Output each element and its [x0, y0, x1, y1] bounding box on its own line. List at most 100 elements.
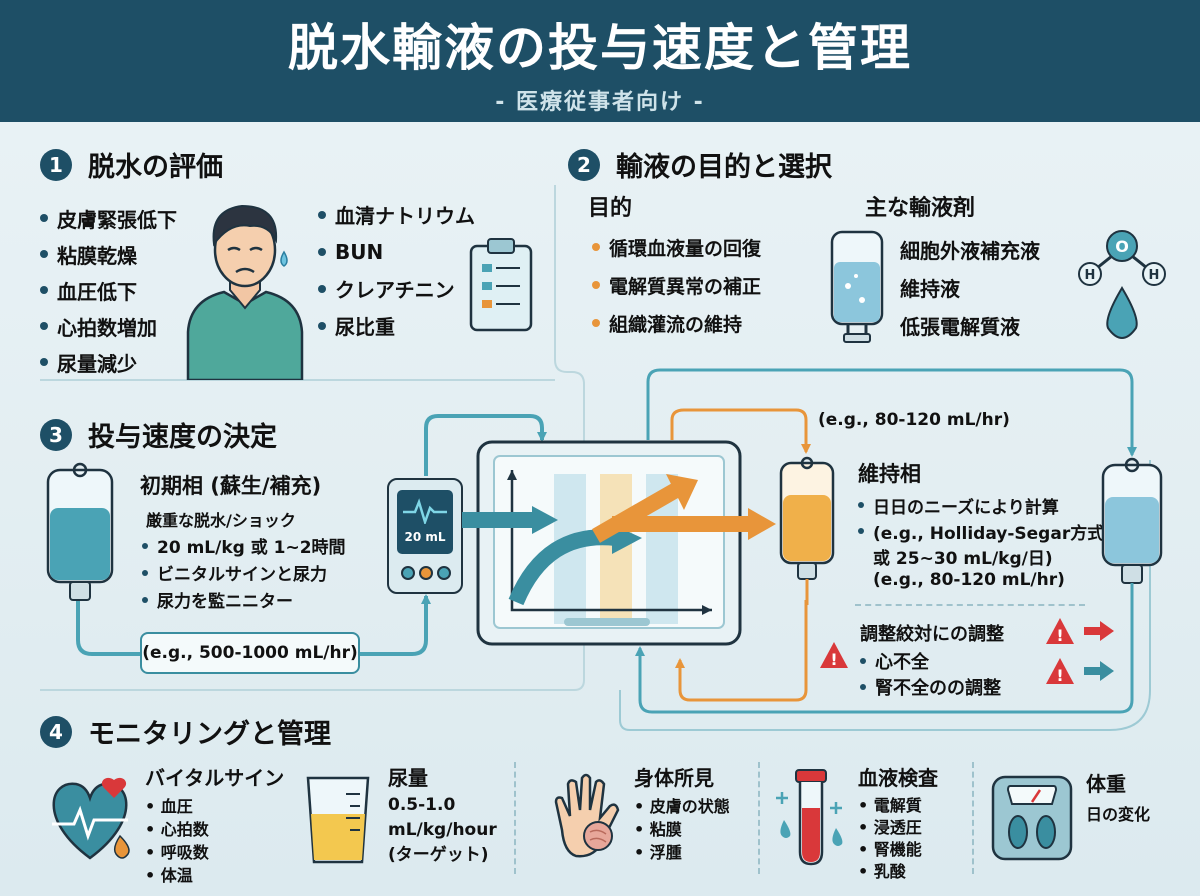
initial-rate-label: (e.g., 500-1000 mL/hr) [140, 632, 360, 674]
weight-subtitle: 日の変化 [1086, 805, 1151, 824]
list-item: BUN [318, 233, 475, 270]
line-orange-top [670, 408, 811, 454]
section2-title: 輸液の目的と選択 [616, 152, 832, 183]
adjustment-list: 心不全 腎不全のの調整 [860, 648, 1001, 700]
initial-phase-subtitle: 厳重な脱水/ショック [146, 511, 296, 530]
dehydration-signs-list: 皮膚緊張低下 粘膜乾燥 血圧低下 心拍数増加 尿量減少 [40, 200, 177, 380]
list-item: 低張電解質液 [900, 314, 1020, 339]
iv-bag-initial-icon [46, 462, 114, 601]
weight-title: 体重 [1086, 772, 1126, 796]
list-item: 心拍数増加 [40, 308, 177, 344]
urine-measuring-cup-icon [306, 776, 370, 864]
list-item: 乳酸 [858, 861, 938, 883]
monitor-weight: 体重 日の変化 [1086, 768, 1150, 825]
divider [514, 762, 516, 874]
line-loop-top [646, 368, 1137, 457]
list-item: 電解質異常の補正 [592, 266, 761, 304]
list-item: 組織灌流の維持 [592, 304, 761, 342]
purpose-heading: 目的 [588, 196, 633, 221]
adjustment-title: 調整絞対にの調整 [860, 624, 1004, 645]
section1-number: 1 [40, 148, 72, 181]
divider [972, 762, 974, 874]
blood-test-tube-icon [776, 769, 843, 866]
list-item: 循環血液量の回復 [592, 228, 761, 266]
iv-bag-blue-icon [830, 230, 884, 343]
header-banner [0, 0, 1200, 122]
monitor-physical: 身体所見 皮膚の状態 粘膜 浮腫 [634, 762, 730, 864]
initial-phase-title: 初期相 (蘇生/補充) [140, 474, 322, 498]
urine-target: 0.5-1.0 mL/kg/hour (ターゲット) [388, 795, 497, 865]
svg-text:!: ! [1056, 626, 1063, 645]
purpose-list: 循環血液量の回復 電解質異常の補正 組織灌流の維持 [592, 228, 761, 342]
section3-number: 3 [40, 418, 72, 451]
infusion-pump: 20 mL [387, 478, 463, 594]
page-subtitle: - 医療従事者向け - [495, 90, 705, 115]
section1-heading: 1 脱水の評価 [40, 145, 223, 184]
list-item: 血清ナトリウム [318, 196, 475, 233]
flow-arrows [462, 506, 776, 540]
pump-display: 20 mL [404, 530, 446, 544]
list-item: クレアチニン [318, 270, 475, 307]
page-title: 脱水輸液の投与速度と管理 [288, 19, 912, 77]
water-molecule-icon: O H H [1078, 230, 1166, 339]
fluids-list: 細胞外液補充液 維持液 低張電解質液 [900, 230, 1040, 344]
list-item: 血圧低下 [40, 272, 177, 308]
section4-number: 4 [40, 715, 72, 748]
monitor-urine: 尿量 0.5-1.0 mL/kg/hour (ターゲット) [388, 762, 497, 868]
list-item: 20 mL/kg 或 1~2時間 [142, 532, 346, 559]
atom-h-label: H [1085, 268, 1096, 283]
list-item: 尿力を監ニニター [142, 586, 346, 613]
line-return [635, 610, 1134, 714]
line-bag-to-pill [76, 600, 140, 656]
hand-skin-icon [554, 773, 620, 858]
heartbeat-wave-icon [403, 498, 447, 524]
list-item: 皮膚緊張低下 [40, 200, 177, 236]
divider [855, 604, 1085, 606]
list-item: (e.g., Holliday-Segar方式 [858, 518, 1104, 544]
divider [758, 762, 760, 874]
line-pill-to-pump [360, 594, 431, 656]
list-item: 電解質 [858, 795, 938, 817]
monitor-vitals: バイタルサイン 血圧 心拍数 呼吸数 体温 [145, 762, 284, 887]
list-item: 日日のニーズにより計算 [858, 492, 1104, 518]
fluids-heading: 主な輸液剤 [865, 196, 976, 221]
list-item: 細胞外液補充液 [900, 238, 1040, 263]
sick-patient-icon [186, 204, 304, 380]
divider-top-right [40, 185, 585, 691]
physical-title: 身体所見 [634, 766, 714, 790]
top-rate-label: (e.g., 80-120 mL/hr) [818, 410, 1010, 430]
section3-title: 投与速度の決定 [88, 422, 277, 453]
clipboard-icon [469, 238, 533, 332]
svg-text:!: ! [830, 650, 837, 669]
list-item: 浸透圧 [858, 817, 938, 839]
list-item: 皮膚の状態 [634, 795, 730, 818]
list-item: ビニタルサインと尿力 [142, 559, 346, 586]
weight-scale-icon [991, 775, 1073, 861]
pump-button[interactable] [437, 566, 451, 580]
pump-screen: 20 mL [397, 490, 453, 554]
list-item: 血圧 [145, 795, 284, 818]
iv-bag-right-icon [1101, 457, 1163, 645]
iv-bag-maintenance-icon [779, 456, 835, 605]
section1-title: 脱水の評価 [88, 152, 223, 183]
vitals-list: 血圧 心拍数 呼吸数 体温 [145, 795, 284, 887]
list-item: 心不全 [860, 648, 1001, 674]
section2-number: 2 [568, 148, 600, 181]
list-item: 腎不全のの調整 [860, 674, 1001, 700]
list-item: 心拍数 [145, 818, 284, 841]
line-pump-to-monitor [424, 414, 547, 476]
monitor-blood: 血液検査 電解質 浸透圧 腎機能 乳酸 [858, 762, 938, 883]
atom-h-label: H [1149, 268, 1160, 283]
maintenance-phase-title: 維持相 [858, 462, 921, 486]
list-item: 体温 [145, 864, 284, 887]
blood-list: 電解質 浸透圧 腎機能 乳酸 [858, 795, 938, 883]
pump-button[interactable] [401, 566, 415, 580]
vitals-title: バイタルサイン [145, 766, 285, 790]
maintenance-formula-line: 或 25~30 mL/kg/日) [873, 549, 1053, 569]
rate-monitor-graphic [476, 440, 742, 646]
list-item: 粘膜乾燥 [40, 236, 177, 272]
section2-heading: 2 輸液の目的と選択 [568, 145, 832, 184]
warning-heart-failure-icon: ! [1046, 618, 1114, 645]
pump-button[interactable] [419, 566, 433, 580]
list-item: 呼吸数 [145, 841, 284, 864]
